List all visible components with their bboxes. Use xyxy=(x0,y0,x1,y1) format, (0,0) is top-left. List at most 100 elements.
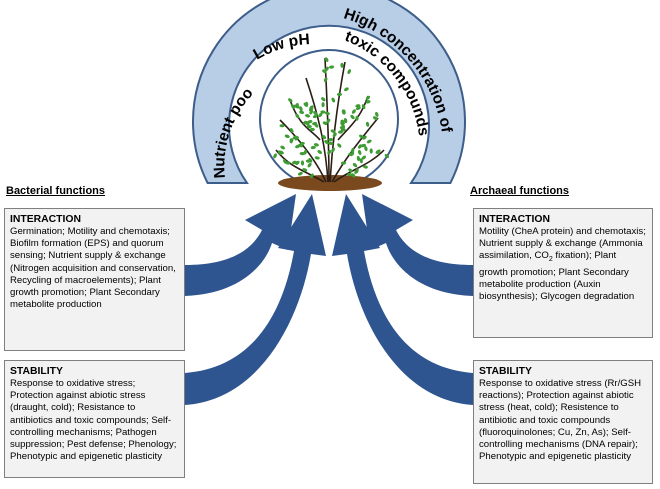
leaf xyxy=(331,147,335,153)
plant-illustration xyxy=(273,57,390,191)
soil-mound xyxy=(278,175,382,191)
leaf xyxy=(351,173,356,178)
leaf xyxy=(318,112,323,118)
arrow-bacterial-interaction xyxy=(185,194,296,296)
leaf xyxy=(355,115,359,121)
leaf xyxy=(342,109,346,115)
arrow-archaeal-interaction xyxy=(362,194,473,296)
leaf xyxy=(328,141,334,146)
leaf xyxy=(365,100,371,104)
leaf xyxy=(327,149,332,155)
leaf xyxy=(312,121,318,126)
leaf xyxy=(326,118,331,124)
leaf xyxy=(324,57,329,62)
leaf xyxy=(328,137,334,142)
leaf xyxy=(321,134,327,140)
leaf xyxy=(313,110,318,116)
leaf xyxy=(337,143,342,148)
leaf xyxy=(324,140,329,145)
leaf xyxy=(361,104,366,110)
leaf xyxy=(337,130,344,134)
leaf xyxy=(375,111,379,117)
leaf xyxy=(349,151,355,157)
archaeal-heading: Archaeal functions xyxy=(470,185,570,197)
leaf xyxy=(369,148,373,154)
leaf xyxy=(299,151,305,156)
leaf xyxy=(323,77,328,83)
leaf xyxy=(295,144,301,149)
bacterial-interaction-box: INTERACTION Germination; Motility and ch… xyxy=(4,208,185,351)
co2-subscript: 2 xyxy=(548,256,553,264)
leaf xyxy=(352,162,358,168)
leaf xyxy=(302,120,308,125)
leaf xyxy=(303,149,308,155)
leaf xyxy=(321,97,326,102)
archaeal-interaction-box: INTERACTION Motility (CheA protein) and … xyxy=(473,208,653,338)
bacterial-heading: Bacterial functions xyxy=(6,185,106,197)
bacterial-interaction-text: Germination; Motility and chemotaxis; Bi… xyxy=(10,226,176,311)
leaf xyxy=(320,110,326,114)
leaf xyxy=(279,124,285,128)
leaf xyxy=(313,143,319,147)
leaf xyxy=(317,150,323,154)
leaf xyxy=(291,160,298,165)
leaf xyxy=(361,155,367,160)
leaf xyxy=(375,149,381,154)
archaeal-stability-box: STABILITY Response to oxidative stress (… xyxy=(473,360,653,484)
arrow-archaeal-stability xyxy=(332,194,473,405)
bacterial-stability-title: STABILITY xyxy=(10,366,63,377)
leaf xyxy=(350,114,355,120)
leaf xyxy=(365,121,370,127)
archaeal-stability-text: Response to oxidative stress (Rr/GSH rea… xyxy=(479,378,642,463)
leaf xyxy=(364,146,368,152)
leaf xyxy=(297,171,303,176)
leaf xyxy=(305,159,311,163)
leaf xyxy=(351,109,356,114)
leaf xyxy=(324,111,330,116)
leaf xyxy=(289,138,294,143)
leaf xyxy=(340,119,345,125)
leaf xyxy=(322,121,328,126)
leaf xyxy=(290,104,296,109)
leaf xyxy=(289,127,294,133)
leaf xyxy=(280,145,286,150)
arrow-bacterial-stability xyxy=(185,194,326,405)
leaf xyxy=(288,98,293,103)
leaf xyxy=(304,114,311,118)
bacterial-interaction-title: INTERACTION xyxy=(10,214,81,225)
leaf xyxy=(372,116,378,120)
archaeal-interaction-title: INTERACTION xyxy=(479,214,550,225)
leaf xyxy=(343,117,348,124)
bacterial-stability-text: Response to oxidative stress; Protection… xyxy=(10,378,177,463)
environment-arc xyxy=(192,0,466,184)
leaf xyxy=(324,66,329,72)
leaf xyxy=(347,172,353,177)
leaf xyxy=(344,87,349,92)
plant-leaves xyxy=(273,57,390,179)
leaf xyxy=(307,120,313,124)
leaf xyxy=(292,135,298,140)
leaf xyxy=(340,62,344,68)
leaf xyxy=(340,128,346,132)
leaf xyxy=(273,153,277,159)
leaf xyxy=(359,158,363,164)
bacterial-stability-box: STABILITY Response to oxidative stress; … xyxy=(4,360,185,478)
leaf xyxy=(299,110,305,114)
leaf xyxy=(310,145,316,150)
leaf xyxy=(309,173,314,179)
leaf xyxy=(277,150,282,156)
leaf xyxy=(348,168,353,173)
archaeal-interaction-text: Motility (CheA protein) and chemotaxis; … xyxy=(479,226,647,303)
leaf xyxy=(309,109,314,115)
leaf xyxy=(331,97,336,103)
leaf xyxy=(332,132,337,138)
leaf xyxy=(314,156,320,160)
archaeal-interaction-text-b: fixation); Plant growth promotion; Plant… xyxy=(479,250,635,302)
leaf xyxy=(359,134,364,139)
leaf xyxy=(366,139,372,144)
leaf xyxy=(299,141,305,146)
leaf xyxy=(283,158,287,164)
leaf xyxy=(347,69,352,75)
leaf xyxy=(312,114,318,119)
